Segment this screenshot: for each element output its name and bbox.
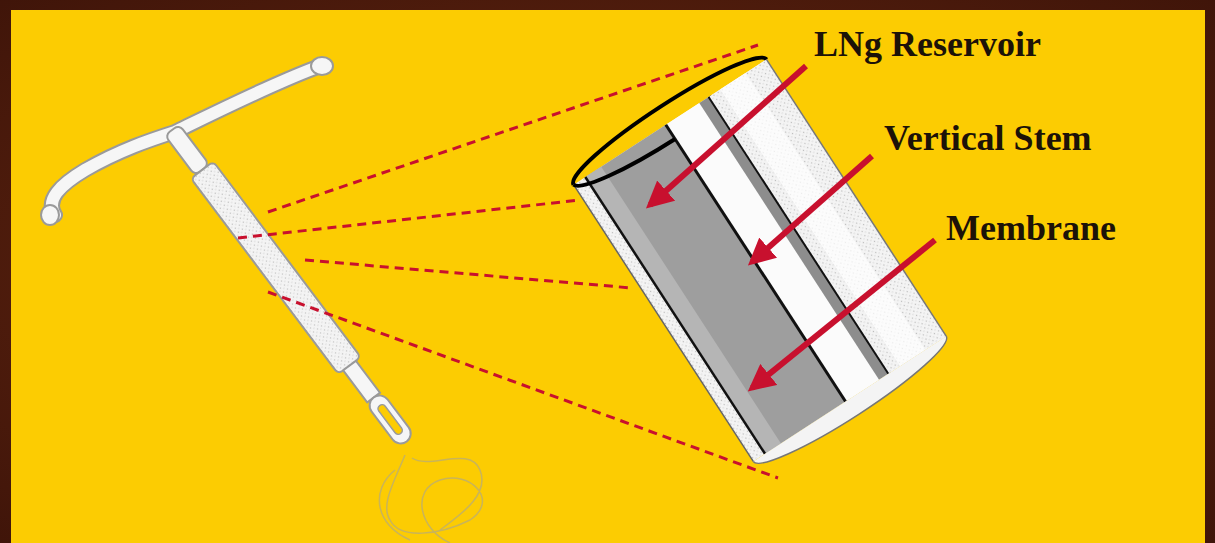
iud-arm-outline: [52, 68, 315, 215]
bottom-rim: [753, 336, 956, 476]
part-label: Membrane: [946, 208, 1116, 248]
arm-tip: [311, 57, 333, 75]
reservoir-arrow: [650, 66, 806, 205]
stem-arrow: [752, 156, 872, 262]
loop-hole: [376, 403, 403, 436]
iud-arm: [52, 68, 315, 215]
label-arrows: [650, 66, 935, 388]
yellow-panel: [11, 10, 1205, 543]
stem-loop: [366, 392, 415, 448]
arm-tip: [41, 205, 59, 225]
membrane-arrow: [752, 240, 935, 388]
removal-thread: [379, 455, 482, 543]
iud-device: [41, 57, 482, 543]
hormone-sleeve: [191, 162, 361, 375]
stem-top: [165, 125, 209, 176]
top-rim: [564, 44, 767, 184]
cutaway-cylinder: [564, 44, 956, 476]
part-label: LNg Reservoir: [814, 24, 1041, 64]
part-label: Vertical Stem: [884, 118, 1092, 158]
